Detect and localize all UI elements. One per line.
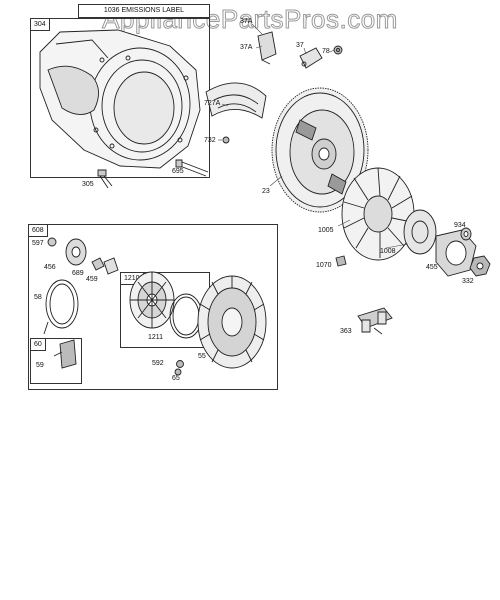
- flywheel-drawing: [272, 88, 368, 212]
- pulley-456-drawing: [66, 239, 86, 265]
- part-number-37a: 37A: [240, 44, 253, 51]
- starter-box-label: 608: [29, 225, 48, 237]
- part-number-1005: 1005: [318, 227, 334, 234]
- part-number-592: 592: [152, 360, 164, 367]
- bolt-695-drawing: [176, 160, 208, 176]
- part-number-65: 65: [172, 375, 180, 382]
- ignition-363-drawing: [358, 308, 392, 334]
- bracket-37-drawing: [300, 48, 322, 68]
- leader-lines: [218, 24, 408, 248]
- emissions-label-box: 1036 EMISSIONS LABEL: [78, 4, 210, 18]
- housing-box-label: 304: [31, 19, 50, 31]
- part-number-459: 459: [86, 276, 98, 283]
- shield-727a-drawing: [206, 83, 266, 118]
- spring-459-drawing: [104, 258, 118, 274]
- dog-689-drawing: [92, 258, 104, 270]
- nut-332-drawing: [470, 256, 490, 276]
- screw-65-drawing: [175, 369, 181, 375]
- part-number-1211: 1211: [148, 334, 164, 341]
- bracket-37a-drawing: [258, 32, 276, 64]
- washer-934-drawing: [461, 228, 471, 240]
- spring-1211-drawing: [170, 294, 202, 338]
- fan-drawing: [342, 168, 414, 260]
- part-number-59: 59: [36, 362, 44, 369]
- starter-housing-55-drawing: [198, 276, 266, 368]
- part-number-695: 695: [172, 168, 184, 175]
- rope-58-drawing: [44, 280, 78, 334]
- screw-1070-drawing: [336, 256, 346, 266]
- screw-305-drawing: [98, 170, 112, 188]
- screw-592-drawing: [177, 361, 184, 368]
- part-number-55: 55: [198, 353, 206, 360]
- part-number-23: 23: [262, 188, 270, 195]
- pawl-kit-box-label: 60: [31, 339, 46, 351]
- part-number-934: 934: [454, 222, 466, 229]
- spring-597-drawing: [48, 238, 56, 246]
- pawl-59-drawing: [54, 340, 76, 368]
- pawl-kit-box: 60: [30, 338, 82, 384]
- part-number-58: 58: [34, 294, 42, 301]
- part-number-37: 37: [296, 42, 304, 49]
- nut-78-drawing: [334, 46, 342, 54]
- starter-box: 608: [28, 224, 278, 390]
- part-number-305: 305: [82, 181, 94, 188]
- part-number-689: 689: [72, 270, 84, 277]
- cup-455-drawing: [436, 230, 476, 276]
- part-number-727a: 727A: [204, 100, 221, 107]
- part-number-1070: 1070: [316, 262, 332, 269]
- part-number-732: 732: [204, 137, 216, 144]
- part-number-456: 456: [44, 264, 56, 271]
- part-number-1008: 1008: [380, 248, 396, 255]
- screen-1008-drawing: [404, 210, 436, 254]
- pulley-1210-drawing: [130, 272, 174, 328]
- part-number-37a-top: 37A: [240, 18, 253, 25]
- part-number-363: 363: [340, 328, 352, 335]
- part-number-455: 455: [426, 264, 438, 271]
- blower-housing-drawing: [40, 30, 200, 168]
- part-number-78: 78: [322, 48, 330, 55]
- part-number-597: 597: [32, 240, 44, 247]
- part-number-332: 332: [462, 278, 474, 285]
- screw-732-drawing: [223, 137, 229, 143]
